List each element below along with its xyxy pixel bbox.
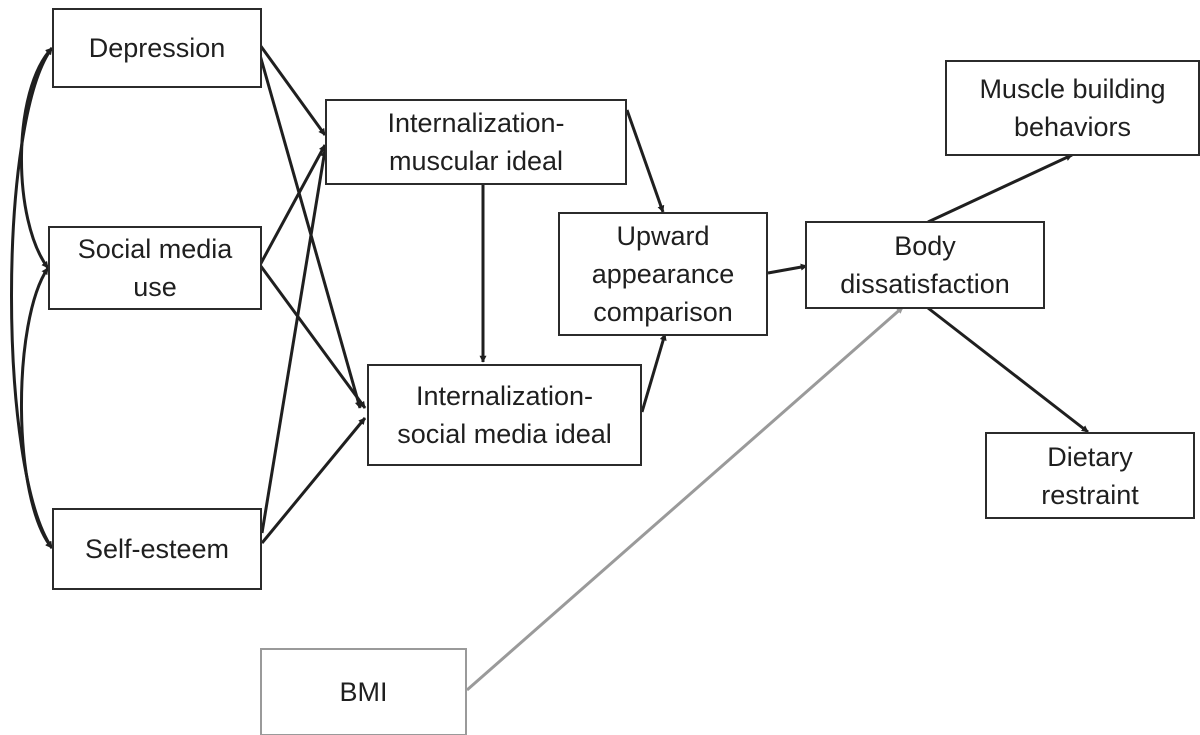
- arrow-depression-to-intern-muscular: [258, 44, 327, 136]
- node-muscle-building: Muscle building behaviors: [945, 60, 1200, 156]
- node-body-dissatisfaction-label: Body dissatisfaction: [840, 231, 1010, 299]
- node-intern-social-label: Internalization- social media ideal: [397, 381, 612, 449]
- covariance-depression-self-esteem: [10, 47, 54, 549]
- arrow-social-to-intern-muscular: [258, 144, 327, 266]
- node-upward-comparison-label: Upward appearance comparison: [591, 221, 735, 327]
- node-social-media-use-label: Social media use: [77, 234, 233, 302]
- arrow-body-to-muscle-building: [927, 153, 1073, 224]
- arrow-body-to-dietary-restraint: [927, 306, 1089, 434]
- arrow-intern-social-to-upward: [640, 333, 667, 413]
- arrow-depression-to-intern-social: [258, 54, 362, 409]
- node-social-media-use: Social media use: [48, 226, 262, 310]
- arrow-intern-muscular-to-upward: [625, 109, 665, 213]
- covariance-social-media-self-esteem: [20, 267, 54, 549]
- arrow-social-to-intern-social: [258, 264, 367, 409]
- node-self-esteem-label: Self-esteem: [84, 534, 230, 564]
- arrow-selfesteem-to-intern-social: [260, 417, 367, 544]
- arrow-selfesteem-to-intern-muscular: [260, 149, 328, 534]
- node-intern-social: Internalization- social media ideal: [367, 364, 642, 466]
- node-body-dissatisfaction: Body dissatisfaction: [805, 221, 1045, 309]
- arrow-upward-to-body-dissatisfaction: [767, 263, 808, 275]
- node-muscle-building-label: Muscle building behaviors: [979, 74, 1166, 142]
- node-bmi: BMI: [260, 648, 467, 735]
- node-bmi-label: BMI: [339, 677, 388, 707]
- node-self-esteem: Self-esteem: [52, 508, 262, 590]
- node-depression-label: Depression: [88, 33, 226, 63]
- node-dietary-restraint-label: Dietary restraint: [1041, 441, 1139, 510]
- node-intern-muscular-label: Internalization- muscular ideal: [387, 108, 565, 176]
- node-depression: Depression: [52, 8, 262, 88]
- node-intern-muscular: Internalization- muscular ideal: [325, 99, 627, 185]
- arrow-bmi-to-body-dissatisfaction: [466, 305, 904, 692]
- node-dietary-restraint: Dietary restraint: [985, 432, 1195, 519]
- node-upward-comparison: Upward appearance comparison: [558, 212, 768, 336]
